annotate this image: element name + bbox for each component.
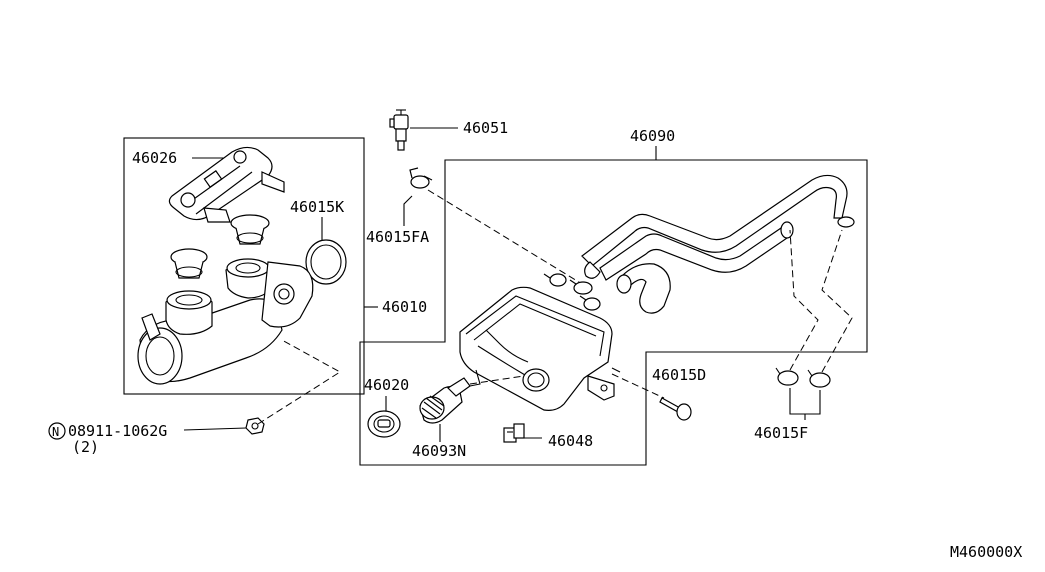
label-46093N[interactable]: 46093N: [412, 442, 466, 460]
label-46090[interactable]: 46090: [630, 127, 675, 145]
part-grommet-left[interactable]: [170, 248, 208, 279]
leader-46015F: [789, 388, 821, 415]
dashed-nut-to-cylinder: [257, 339, 341, 425]
dashed-bolt-to-tank: [611, 373, 665, 399]
label-46026[interactable]: 46026: [132, 149, 177, 167]
label-46015FA[interactable]: 46015FA: [366, 228, 429, 246]
dashed-strainer-to-tank: [469, 375, 525, 385]
figure-code: M460000X: [950, 543, 1022, 561]
part-reservoir-tank[interactable]: [459, 286, 621, 411]
label-46015D[interactable]: 46015D: [652, 366, 706, 384]
part-46015F-clip-right[interactable]: [807, 369, 831, 388]
dashed-clip-to-reservoir: [427, 189, 593, 291]
label-08911-1062G[interactable]: 08911-1062G: [68, 422, 167, 440]
part-clip-small-3[interactable]: [579, 295, 601, 311]
part-clip-small-2[interactable]: [569, 279, 593, 295]
label-n-marker: N: [52, 425, 59, 439]
label-46048[interactable]: 46048: [548, 432, 593, 450]
dashed-clips-to-hose: [789, 229, 853, 373]
part-grommet-right[interactable]: [230, 214, 270, 245]
label-46015F[interactable]: 46015F: [754, 424, 808, 442]
label-46051[interactable]: 46051: [463, 119, 508, 137]
label-46010[interactable]: 46010: [382, 298, 427, 316]
part-46020-cap[interactable]: [367, 410, 401, 438]
label-46015K[interactable]: 46015K: [290, 198, 344, 216]
part-46090-hose[interactable]: [581, 174, 855, 314]
master-cylinder-group-box: [123, 137, 365, 395]
part-46048-sensor[interactable]: [503, 423, 525, 443]
part-clip-small-1[interactable]: [543, 273, 567, 287]
circle-n-marker: [48, 422, 66, 440]
part-08911-1062G-nut[interactable]: [245, 417, 265, 435]
part-46051-switch[interactable]: [389, 109, 409, 151]
leader-nut: [183, 427, 247, 431]
label-46020[interactable]: 46020: [364, 376, 409, 394]
part-46015K-o-ring[interactable]: [305, 239, 347, 285]
part-46015D-bolt[interactable]: [659, 397, 692, 421]
part-46010-master-cylinder[interactable]: [137, 258, 314, 385]
part-46026-connector[interactable]: [168, 146, 285, 223]
part-46015F-clip-left[interactable]: [775, 367, 799, 386]
part-46093N-strainer[interactable]: [419, 377, 471, 424]
label-nut-qty: (2): [72, 438, 99, 456]
part-46015FA-clip[interactable]: [409, 167, 433, 189]
reservoir-group-box: [359, 159, 868, 466]
leader-46015FA: [403, 195, 413, 226]
